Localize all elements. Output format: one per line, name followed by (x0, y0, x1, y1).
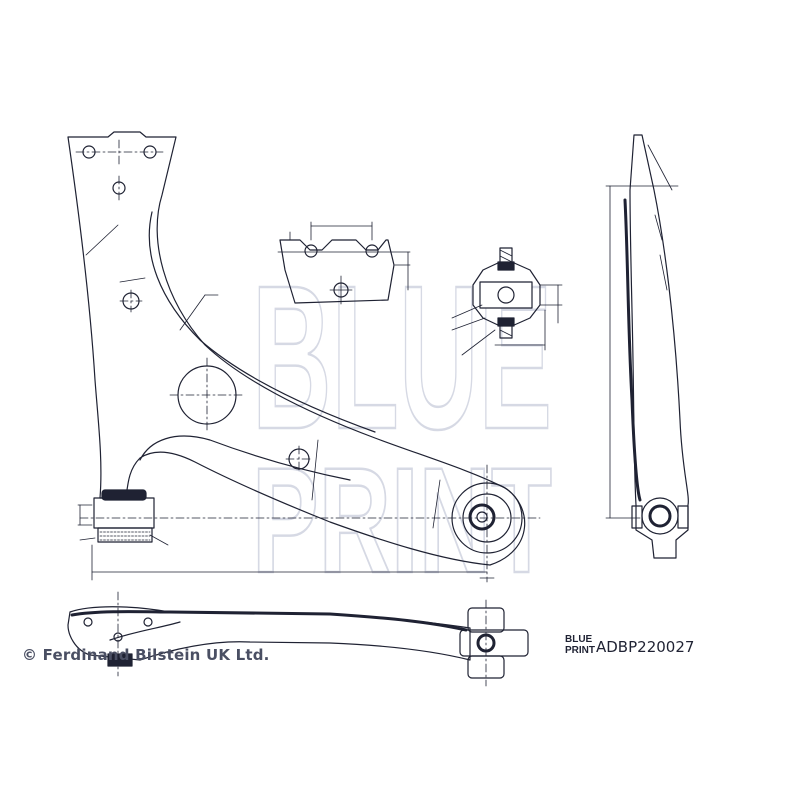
blueprint-logo: BLUE PRINT (565, 634, 595, 656)
bracket-detail (277, 221, 411, 305)
ball-joint-stud (468, 503, 496, 531)
watermark-line2: PRINT (252, 436, 552, 604)
ball-joint-outer (451, 482, 523, 554)
part-number: ADBP220027 (596, 638, 695, 656)
copyright-text: © Ferdinand Bilstein UK Ltd. (22, 646, 270, 664)
watermark-line1: BLUE (252, 243, 552, 472)
logo-line2: PRINT (565, 645, 595, 656)
control-arm-bottom-view (67, 591, 529, 687)
bushing-cap (101, 489, 147, 501)
bushing (93, 497, 155, 529)
control-arm-main-view (67, 131, 541, 583)
logo-line1: BLUE (565, 634, 593, 645)
control-arm-side-view (605, 134, 689, 559)
bushing-section-detail (451, 247, 563, 356)
watermark: BLUE PRINT (251, 242, 554, 606)
